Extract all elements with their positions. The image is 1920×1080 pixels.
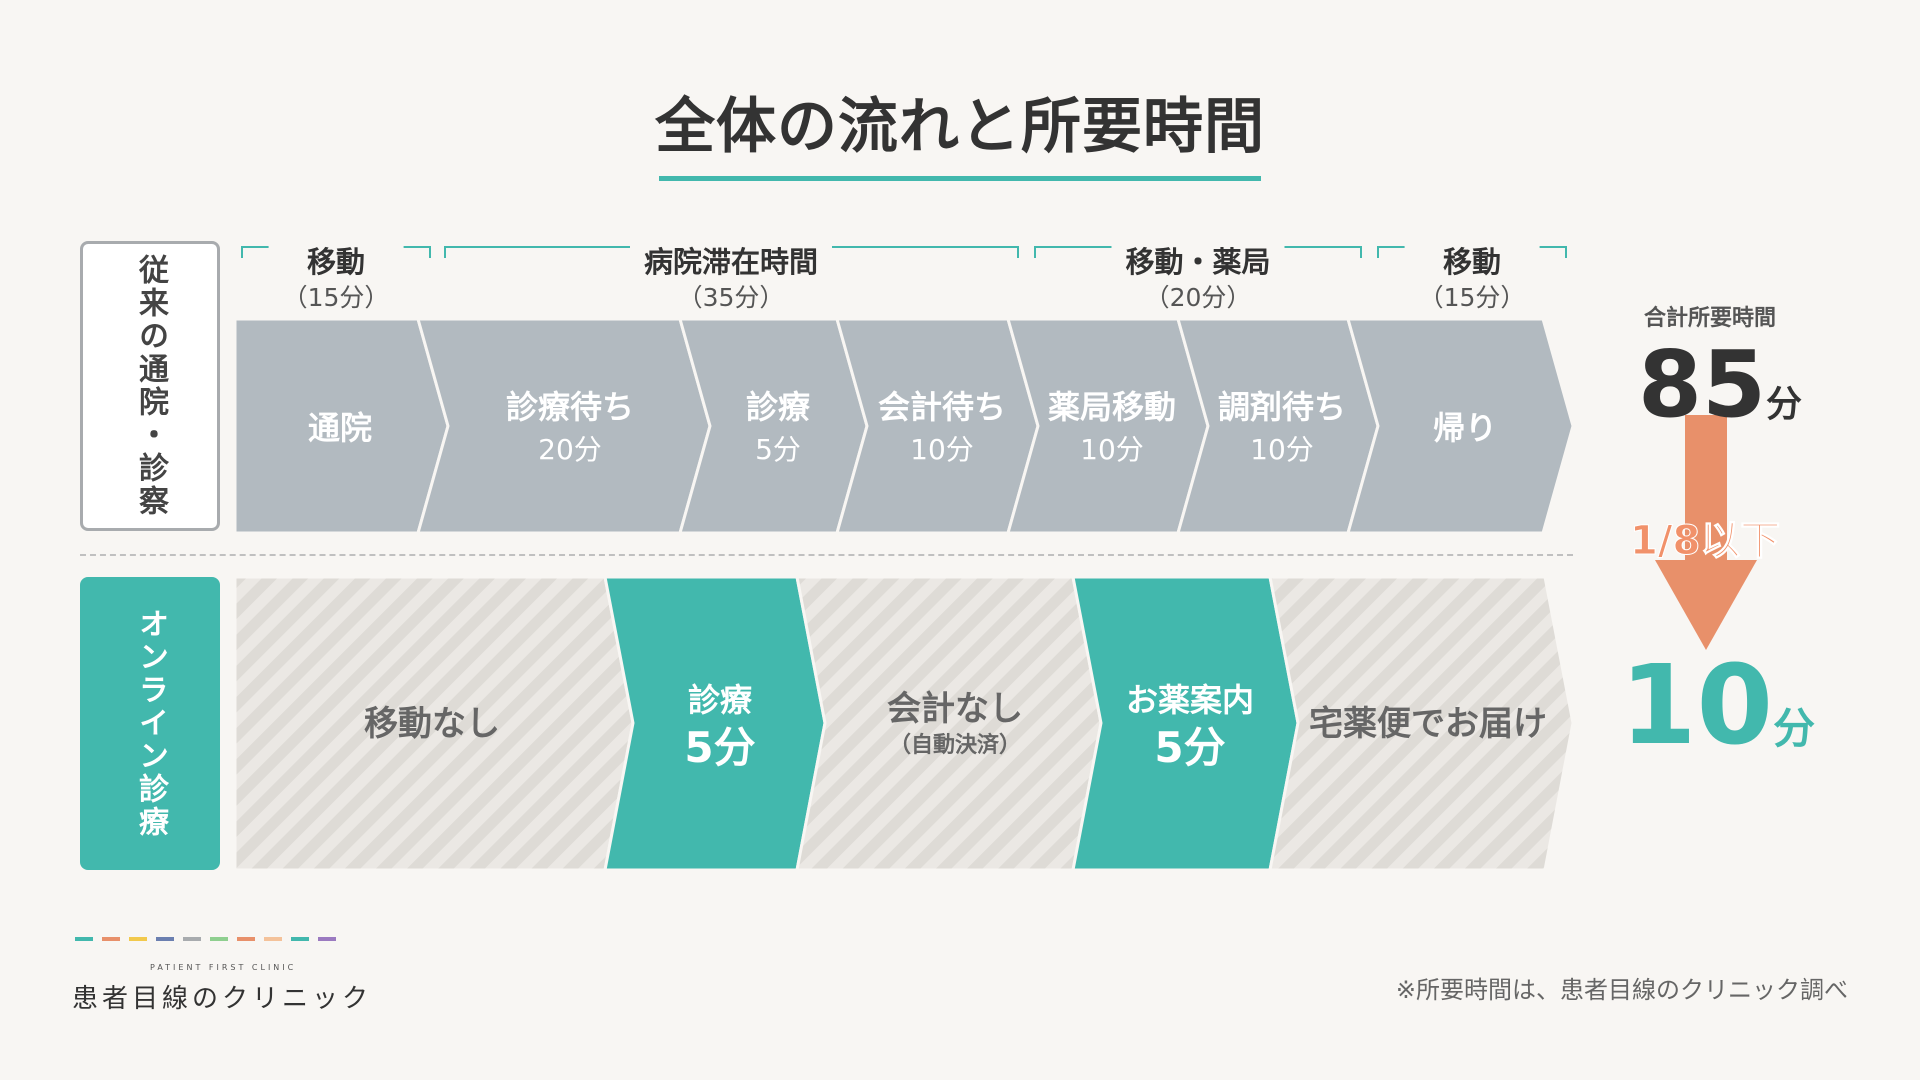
traditional-label-text: 従来の通院・診察	[133, 254, 168, 518]
step-duration: 10分	[1080, 433, 1144, 466]
brand-dash	[237, 937, 255, 941]
step-duration: 20分	[538, 433, 602, 466]
step-no-payment: 会計なし （自動決済）	[887, 687, 1023, 761]
step-name: 通院	[307, 409, 373, 447]
brand-dash	[210, 937, 228, 941]
title-underline	[659, 176, 1261, 181]
step-commute: 通院	[308, 406, 372, 450]
online-label-text: オンライン診療	[133, 608, 168, 839]
chevron-delivery	[1268, 575, 1575, 872]
brand-dash	[75, 937, 93, 941]
step-name: 薬局移動	[1047, 388, 1177, 426]
step-delivery: 宅薬便でお届け	[1309, 702, 1547, 746]
brand-dash	[102, 937, 120, 941]
step-exam: 診療 5分	[746, 385, 810, 471]
step-name: 帰り	[1432, 409, 1498, 447]
new-total-unit: 分	[1773, 704, 1816, 753]
old-total-number: 85	[1638, 331, 1767, 438]
phase-duration: （20分）	[1144, 283, 1252, 312]
online-row-label: オンライン診療	[80, 577, 220, 870]
step-duration: 5分	[755, 433, 801, 466]
page-title: 全体の流れと所要時間	[655, 92, 1265, 162]
step-sub: （自動決済）	[888, 733, 1021, 758]
step-no-commute: 移動なし	[364, 702, 500, 746]
step-name: 診療	[687, 681, 753, 719]
step-wait-dispense: 調剤待ち 10分	[1218, 385, 1346, 471]
traditional-row-label: 従来の通院・診察	[80, 241, 220, 531]
step-duration: 5分	[1154, 723, 1226, 772]
step-name: 診療	[745, 388, 811, 426]
brand-color-dashes	[75, 937, 336, 941]
phase-label: 移動 （15分）	[268, 240, 404, 312]
step-pharmacy-move: 薬局移動 10分	[1048, 385, 1176, 471]
chevron-return	[1346, 317, 1575, 535]
phase-label: 移動・薬局 （20分）	[1111, 240, 1285, 312]
step-name: 診療待ち	[505, 388, 635, 426]
step-duration: 5分	[684, 723, 756, 772]
phase-label: 病院滞在時間 （35分）	[629, 240, 833, 312]
brand-tagline: PATIENT FIRST CLINIC	[150, 963, 297, 972]
phase-name: 移動・薬局	[1125, 245, 1271, 279]
step-name: 宅薬便でお届け	[1309, 704, 1547, 744]
old-total-time: 85分	[1638, 330, 1802, 440]
brand-dash	[183, 937, 201, 941]
step-online-exam: 診療 5分	[684, 678, 755, 774]
new-total-number: 10	[1620, 641, 1774, 769]
step-return: 帰り	[1433, 406, 1497, 450]
brand-dash	[291, 937, 309, 941]
phase-label: 移動 （15分）	[1404, 240, 1540, 312]
footnote: ※所要時間は、患者目線のクリニック調べ	[1395, 976, 1848, 1004]
reduction-arrow	[1655, 415, 1757, 650]
brand-name: 患者目線のクリニック	[72, 984, 373, 1014]
step-duration: 10分	[910, 433, 974, 466]
phase-name: 病院滞在時間	[643, 245, 819, 279]
brand-dash	[318, 937, 336, 941]
step-name: お薬案内	[1125, 681, 1255, 719]
step-name: 会計待ち	[877, 388, 1007, 426]
step-name: 会計なし	[887, 689, 1023, 729]
reduction-ratio: 1/8以下	[1629, 518, 1781, 565]
step-name: 移動なし	[364, 704, 500, 744]
phase-duration: （15分）	[1418, 283, 1526, 312]
brand-dash	[156, 937, 174, 941]
phase-duration: （15分）	[282, 283, 390, 312]
brand-dash	[129, 937, 147, 941]
step-wait-pay: 会計待ち 10分	[878, 385, 1006, 471]
phase-duration: （35分）	[677, 283, 785, 312]
total-time-label: 合計所要時間	[1643, 306, 1776, 331]
step-duration: 10分	[1250, 433, 1314, 466]
old-total-unit: 分	[1766, 384, 1803, 425]
brand-dash	[264, 937, 282, 941]
row-divider	[80, 554, 1573, 556]
step-name: 調剤待ち	[1217, 388, 1347, 426]
phase-name: 移動	[306, 245, 365, 279]
step-medicine-guide: お薬案内 5分	[1126, 678, 1254, 774]
new-total-time: 10分	[1620, 640, 1815, 770]
step-wait-exam: 診療待ち 20分	[506, 385, 634, 471]
phase-name: 移動	[1442, 245, 1501, 279]
